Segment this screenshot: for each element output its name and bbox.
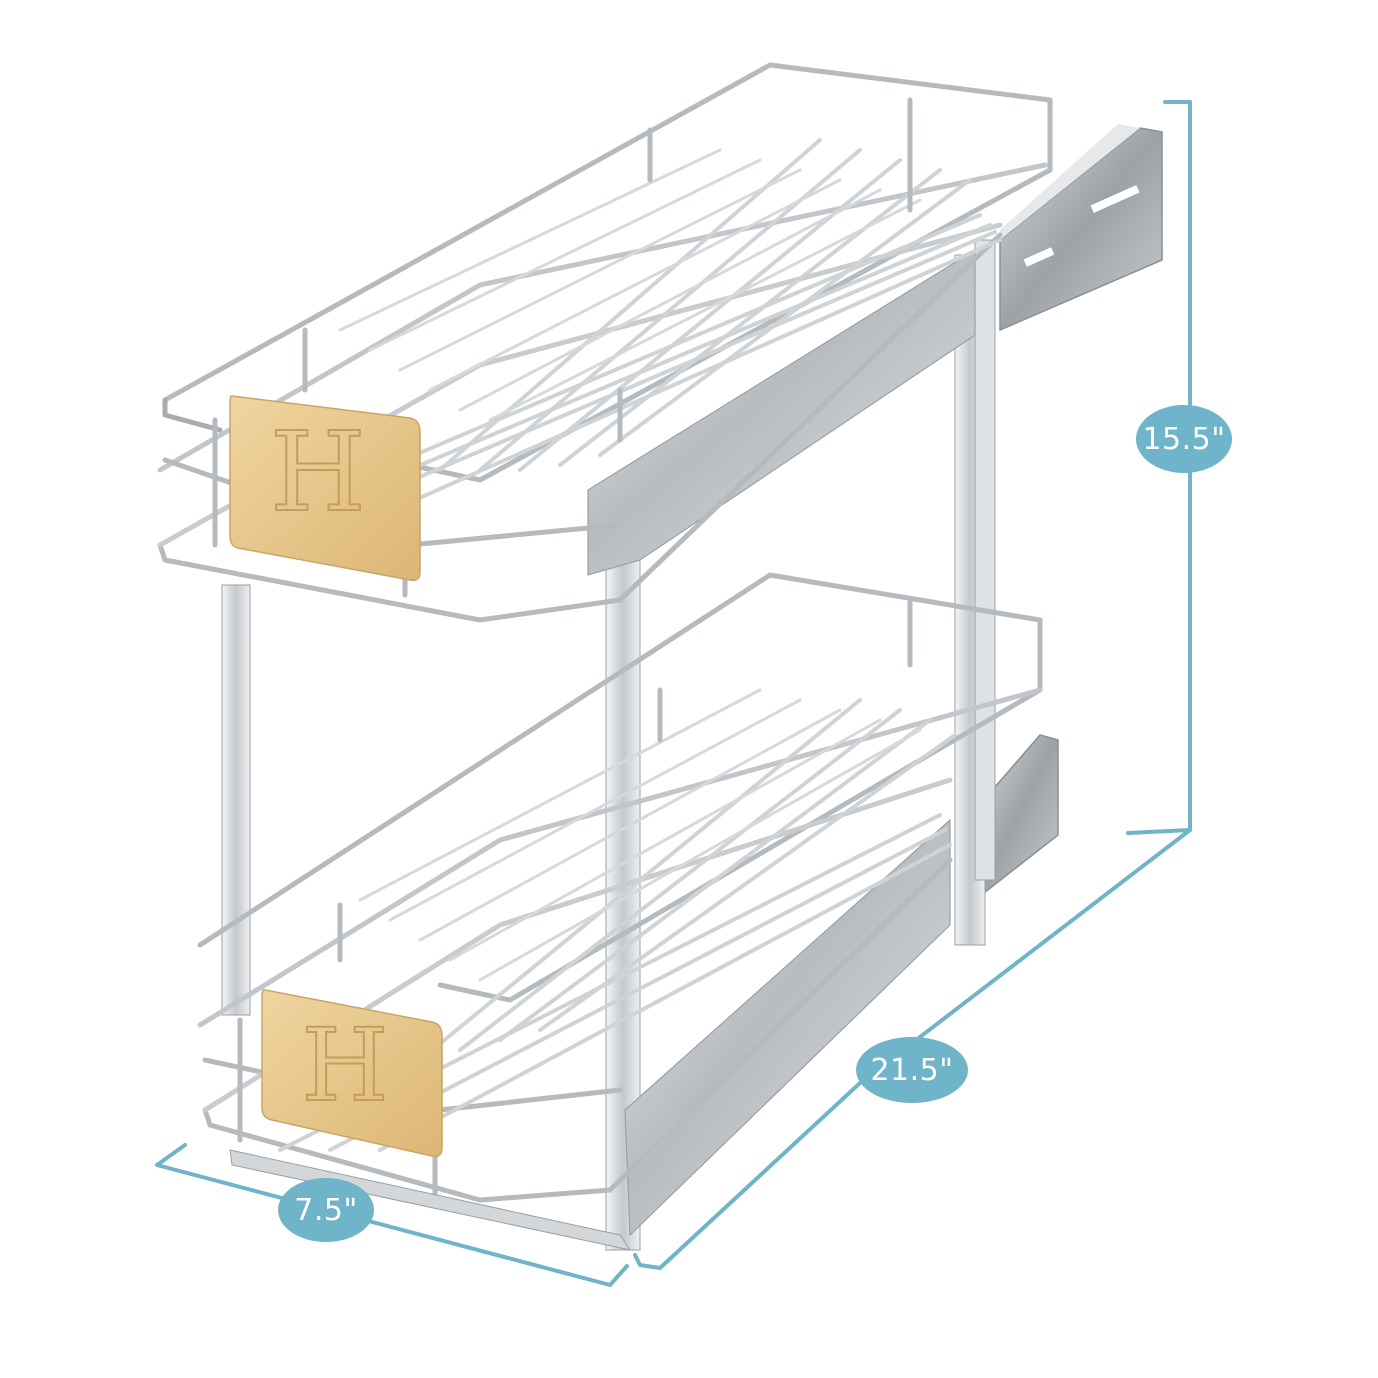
height-dimension-label: 15.5"	[1136, 405, 1232, 473]
width-value: 7.5"	[294, 1192, 358, 1228]
width-dimension-label: 7.5"	[278, 1178, 374, 1242]
width-dimension-line	[155, 1143, 629, 1287]
height-value: 15.5"	[1142, 421, 1226, 457]
lower-side-panel	[624, 818, 951, 1237]
upper-slide-rail	[999, 124, 1163, 332]
lower-handle-logo: H	[301, 1007, 388, 1124]
upper-wood-handle: H	[229, 395, 421, 582]
depth-dimension-label: 21.5"	[856, 1037, 968, 1103]
front-base-rail	[229, 1149, 632, 1251]
upper-handle-logo: H	[270, 408, 366, 536]
depth-value: 21.5"	[870, 1052, 954, 1088]
depth-dimension-line	[633, 828, 1192, 1270]
lower-wood-handle: H	[261, 988, 443, 1158]
upper-side-panel	[587, 248, 976, 576]
